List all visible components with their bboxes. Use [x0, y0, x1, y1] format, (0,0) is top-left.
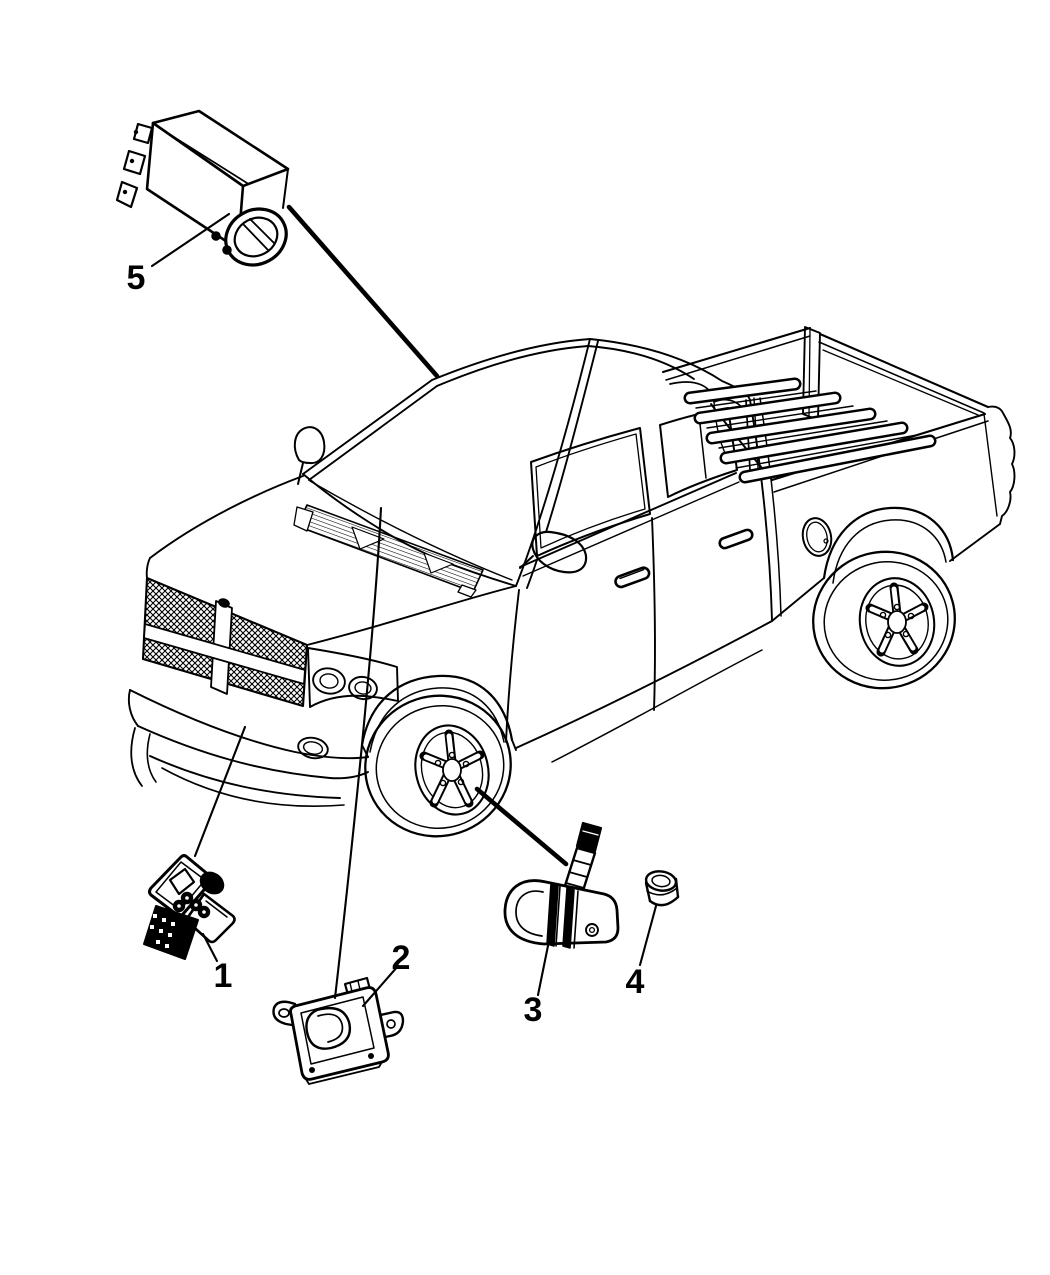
truck-cowl-vent — [293, 504, 484, 598]
callout-label-1: 1 — [214, 957, 233, 995]
callout-4-leader-line — [638, 904, 658, 967]
passenger-mirror — [293, 426, 326, 485]
truck-bed — [661, 326, 1016, 562]
rear-wheel — [812, 550, 956, 690]
callout-5-label-leader — [150, 212, 231, 268]
part-3-tpms-illustration — [503, 821, 620, 949]
truck-front-bumper — [127, 689, 369, 808]
callout-3-leader-line — [474, 786, 569, 867]
callout-label-3: 3 — [524, 991, 543, 1029]
truck-hood — [145, 475, 517, 646]
callout-1-leader-line — [193, 725, 247, 858]
callout-label-4: 4 — [626, 963, 645, 1001]
fuel-door — [801, 517, 833, 557]
part-1-sensor-illustration — [143, 854, 236, 960]
fog-lamp — [297, 736, 329, 760]
part-4-valve-cap-illustration — [644, 870, 680, 907]
driver-mirror — [519, 530, 588, 574]
truck-illustration — [127, 326, 1016, 838]
bed-floor-ribs — [683, 377, 937, 484]
rear-door-handle — [718, 528, 754, 550]
part-5-sensor-illustration — [115, 109, 290, 267]
front-door-handle — [614, 566, 651, 589]
part-2-module-illustration — [272, 976, 405, 1085]
callout-label-2: 2 — [392, 939, 411, 977]
truck-doors — [505, 407, 825, 763]
callout-3-label-leader — [536, 929, 553, 997]
grille-badge — [218, 598, 230, 608]
callout-2-leader-line — [333, 506, 383, 1000]
rear-wheel-spokes — [865, 582, 929, 657]
callout-2-label-leader — [361, 964, 400, 1008]
callout-5-leader-line — [286, 204, 440, 379]
callout-label-5: 5 — [127, 259, 146, 297]
connector-pins — [150, 914, 175, 948]
truck-grille — [141, 576, 309, 708]
rear-wheel-arch — [822, 506, 955, 584]
callout-1-label-leader — [201, 932, 219, 963]
truck-headlamp — [307, 647, 399, 708]
front-wheel — [364, 694, 512, 838]
